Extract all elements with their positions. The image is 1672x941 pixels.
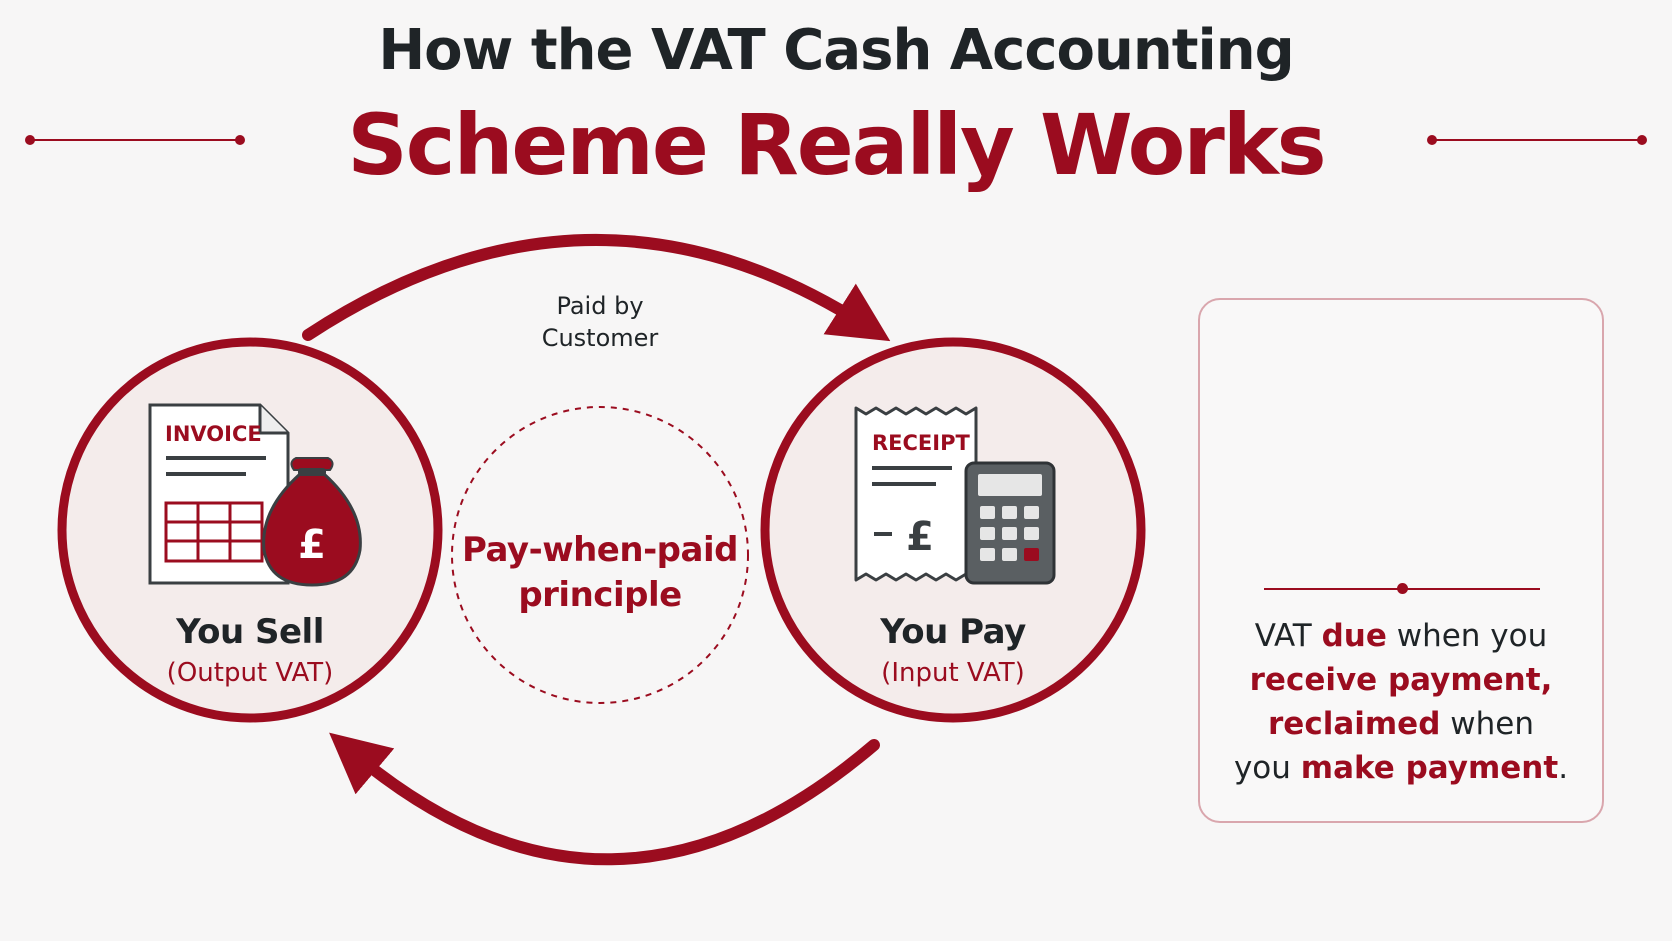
arrow-label-line: Customer [541, 324, 659, 352]
receipt-label: RECEIPT [872, 431, 970, 455]
card-line: VAT due when you [1208, 614, 1594, 658]
pound-symbol: £ [906, 514, 934, 560]
arrow-label: Paid by Customer [500, 290, 700, 354]
sell-title: You Sell [176, 612, 324, 652]
card-line: reclaimed when [1208, 702, 1594, 746]
title-rule-dot [1637, 135, 1647, 145]
pound-symbol: £ [298, 522, 326, 568]
invoice-label: INVOICE [165, 422, 262, 446]
receipt-icon: RECEIPT £ [854, 406, 978, 582]
arrow-bottom [329, 732, 880, 866]
card-divider-dot [1397, 583, 1408, 594]
arrow-top [302, 234, 891, 342]
card-text-seg: VAT [1254, 618, 1322, 654]
arrow-label-line: Paid by [556, 292, 644, 320]
title-rule-right [1432, 139, 1642, 141]
card-line: you make payment. [1208, 746, 1594, 790]
sell-subtitle: (Output VAT) [166, 658, 334, 688]
invoice-icon: INVOICE [148, 403, 290, 585]
card-text-seg: when you [1386, 618, 1548, 654]
card-text-seg: when [1440, 706, 1534, 742]
pay-subtitle: (Input VAT) [881, 658, 1025, 688]
center-principle: Pay-when-paid principle [450, 528, 750, 618]
card-highlight: receive payment, [1249, 662, 1553, 698]
title-rule-dot [1427, 135, 1437, 145]
pay-title: You Pay [880, 612, 1026, 652]
calculator-icon [964, 461, 1056, 585]
card-text-seg: . [1558, 750, 1569, 786]
card-highlight: reclaimed [1268, 706, 1441, 742]
card-highlight: make payment [1300, 750, 1559, 786]
title-line-2: Scheme Really Works [347, 96, 1326, 194]
center-dashed-circle [451, 406, 749, 704]
title-rule-dot [25, 135, 35, 145]
card-line: receive payment, [1208, 658, 1594, 702]
info-card [1198, 298, 1604, 823]
card-highlight: due [1321, 618, 1387, 654]
money-bag-icon: £ [262, 457, 362, 587]
principle-line: principle [518, 575, 682, 615]
title-rule-left [30, 139, 240, 141]
card-text-seg: you [1233, 750, 1301, 786]
title-rule-dot [235, 135, 245, 145]
info-card-text: VAT due when you receive payment, reclai… [1208, 614, 1594, 790]
title-line-1: How the VAT Cash Accounting [378, 18, 1294, 83]
principle-line: Pay-when-paid [462, 530, 738, 570]
